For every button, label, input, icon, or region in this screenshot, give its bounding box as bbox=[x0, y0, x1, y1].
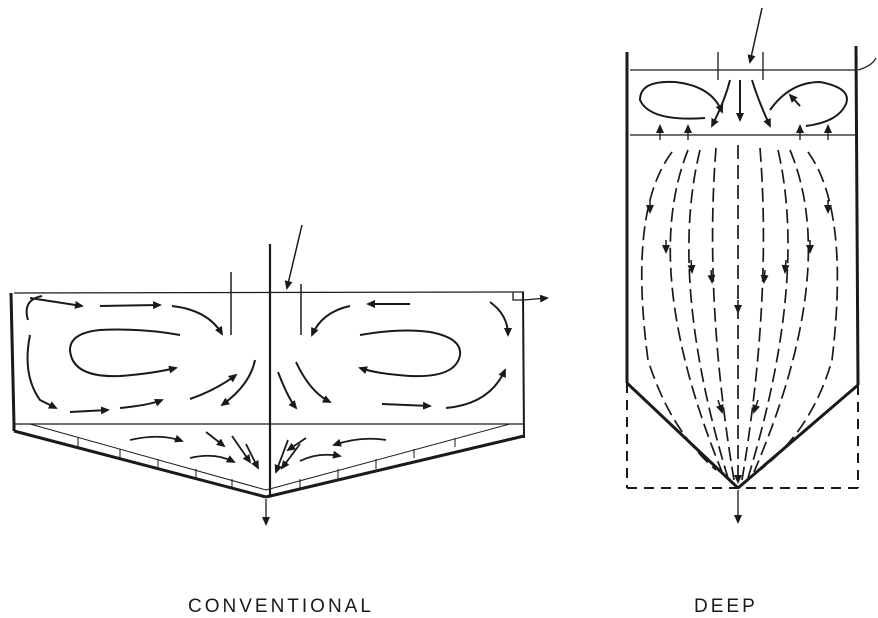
overflow-outlet-arrow bbox=[512, 292, 549, 303]
tank-cone-bottom bbox=[12, 423, 525, 499]
conventional-label: CONVENTIONAL bbox=[188, 596, 374, 617]
deep-tank-dashed-outline bbox=[626, 383, 859, 489]
right-circulation-flow bbox=[277, 300, 512, 410]
deep-tank-walls bbox=[625, 45, 860, 490]
feed-inlet-arrow bbox=[284, 224, 303, 290]
tank-walls bbox=[9, 291, 525, 439]
deep-overflow-outlet bbox=[857, 57, 877, 71]
deep-label: DEEP bbox=[694, 596, 758, 617]
bottom-flow bbox=[129, 431, 387, 474]
left-circulation-flow bbox=[25, 295, 256, 415]
deep-streamlines bbox=[640, 145, 839, 484]
rake-arms bbox=[77, 438, 456, 489]
deep-feed-inlet-arrow bbox=[747, 7, 763, 64]
conventional-tank bbox=[9, 224, 549, 526]
deep-flow-arrowheads bbox=[646, 200, 832, 414]
center-shaft bbox=[230, 244, 302, 497]
deep-updraft-arrows bbox=[656, 124, 832, 140]
deep-tank bbox=[625, 7, 877, 524]
deep-top-eddies bbox=[638, 79, 848, 128]
